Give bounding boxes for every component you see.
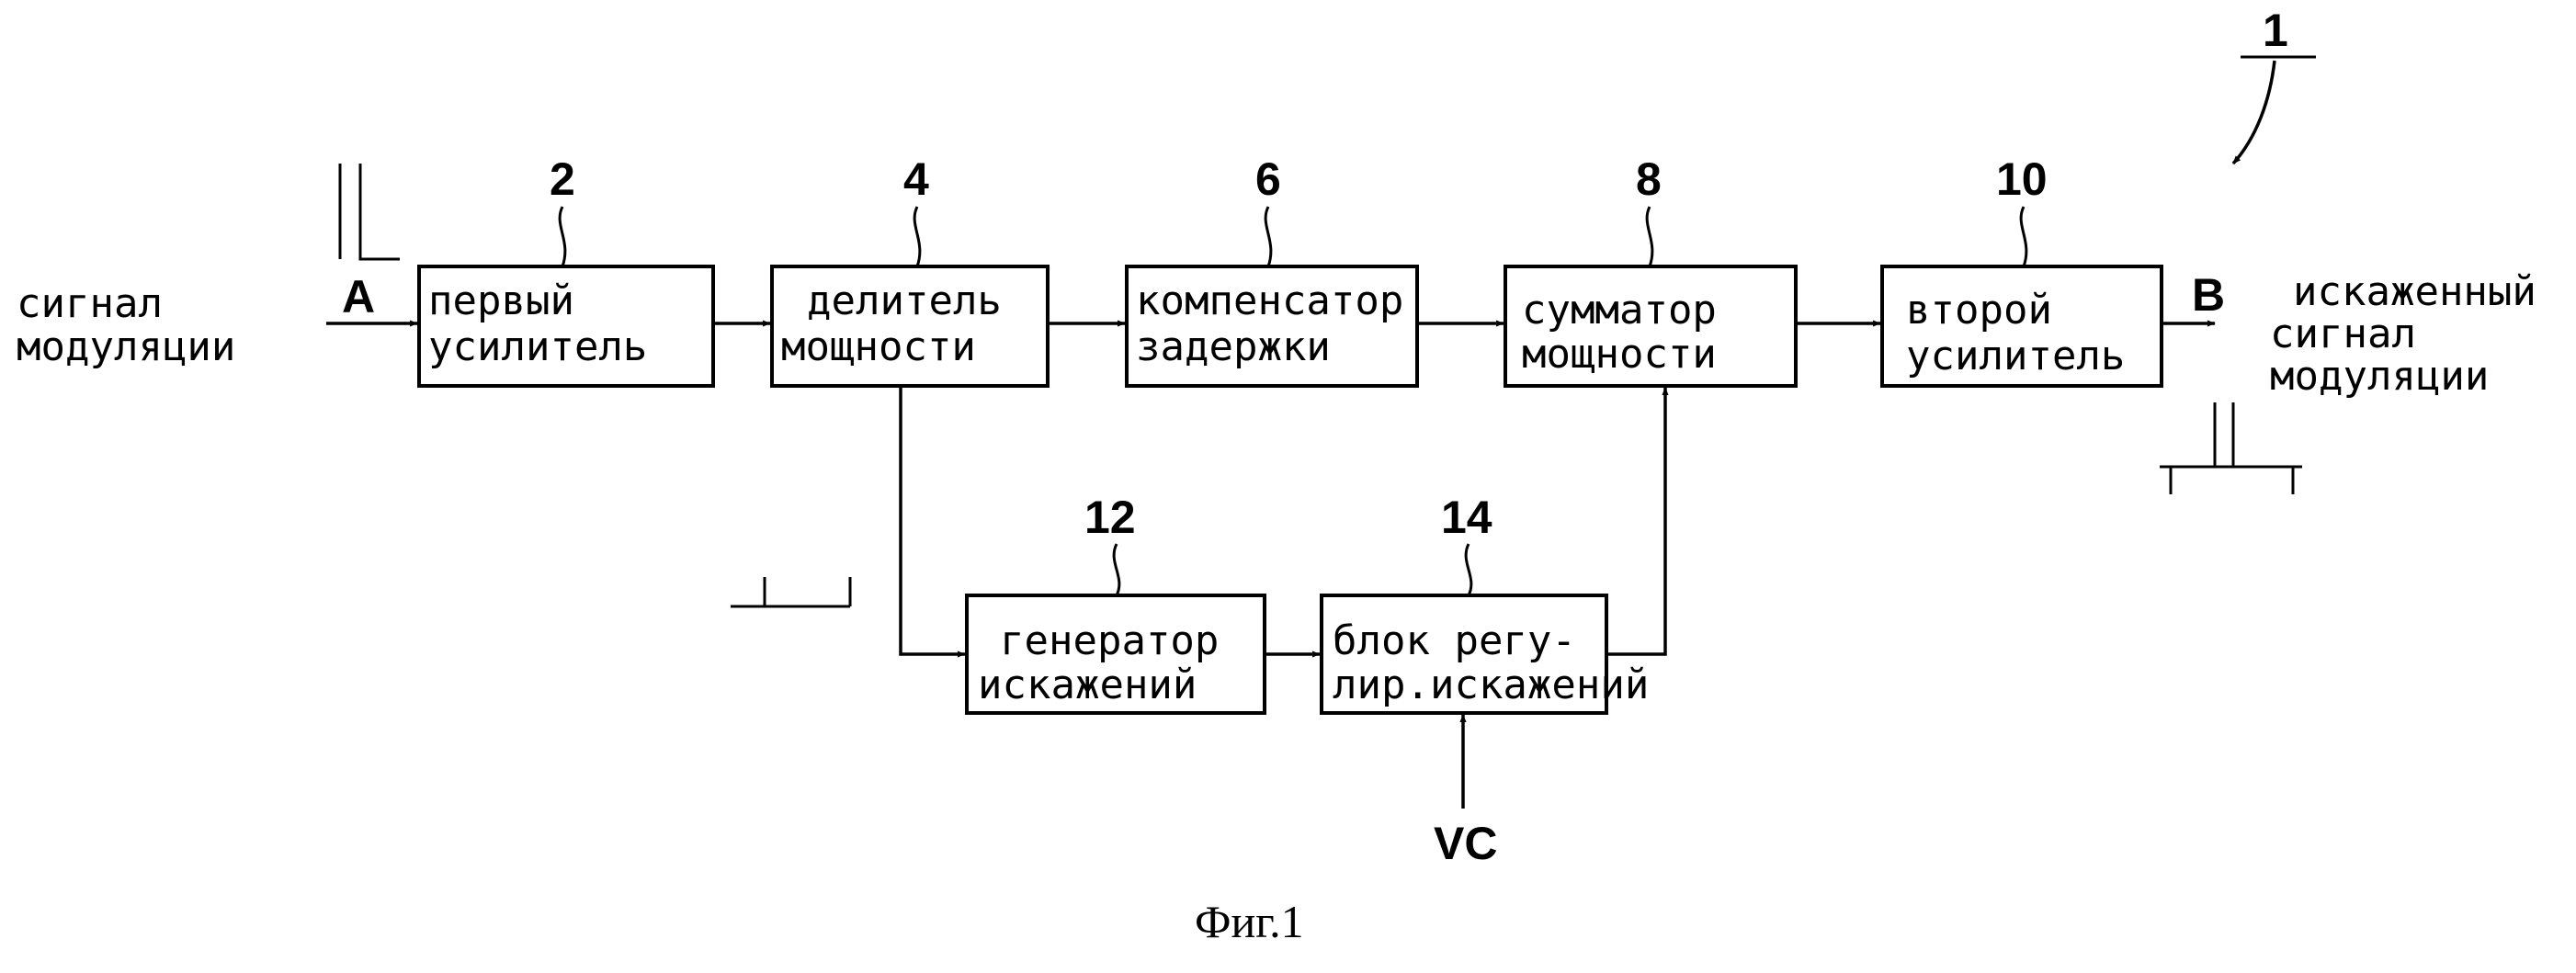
block-8-line1: сумматор (1522, 287, 1717, 334)
block-power-combiner: сумматор мощности 8 (1505, 153, 1796, 386)
block-6-number: 6 (1255, 153, 1281, 205)
block-2-line1: первый (428, 277, 574, 324)
wire-adjuster-to-combiner (1606, 388, 1665, 654)
block-10-line2: усилитель (1906, 333, 2125, 379)
block-14-line1: блок регу- (1333, 617, 1576, 664)
block-12-leader (1114, 544, 1119, 595)
block-4-line1: делитель (807, 277, 1002, 324)
block-2-leader (560, 207, 565, 266)
control-input-label: VC (1434, 818, 1497, 869)
block-14-number: 14 (1441, 492, 1492, 543)
input-label-line1: сигнал (17, 280, 163, 327)
block-4-number: 4 (903, 153, 929, 205)
block-distortion-adjuster: блок регу- лир.искажений 14 (1322, 492, 1649, 713)
block-4-leader (914, 207, 920, 266)
block-8-number: 8 (1636, 153, 1662, 205)
block-10-leader (2021, 207, 2026, 266)
block-power-divider: делитель мощности 4 (772, 153, 1048, 386)
block-6-line2: задержки (1136, 323, 1331, 370)
block-first-amplifier: первый усилитель 2 (419, 153, 713, 386)
block-2-line2: усилитель (428, 323, 647, 370)
output-signal-symbol (2160, 402, 2302, 494)
block-2-number: 2 (550, 153, 575, 205)
block-14-leader (1466, 544, 1471, 595)
figure-ref-arrow (2233, 61, 2275, 164)
input-label-line2: модуляции (17, 323, 235, 370)
block-second-amplifier: второй усилитель 10 (1882, 153, 2162, 386)
block-10-line1: второй (1906, 287, 2052, 334)
branch-signal-symbol (731, 577, 850, 606)
output-label-line3: модуляции (2270, 353, 2489, 400)
block-12-line2: искажений (978, 662, 1197, 708)
figure-ref-number: 1 (2263, 5, 2288, 56)
block-12-line1: генератор (1000, 617, 1219, 664)
block-8-leader (1647, 207, 1652, 266)
output-label-line1: искаженный (2293, 268, 2536, 315)
block-6-leader (1265, 207, 1271, 266)
block-4-line2: мощности (781, 323, 976, 370)
block-14-line2: лир.искажений (1333, 662, 1649, 708)
block-10-number: 10 (1996, 153, 2048, 205)
node-b-label: B (2192, 269, 2225, 321)
input-signal-symbol (340, 164, 400, 259)
block-distortion-generator: генератор искажений 12 (967, 492, 1265, 713)
figure-caption: Фиг.1 (1195, 896, 1304, 947)
node-a-label: A (342, 271, 375, 322)
block-12-number: 12 (1084, 492, 1136, 543)
output-label-line2: сигнал (2270, 311, 2416, 357)
block-6-line1: компенсатор (1136, 277, 1403, 324)
block-8-line2: мощности (1522, 331, 1717, 378)
block-delay-compensator: компенсатор задержки 6 (1127, 153, 1417, 386)
wire-divider-to-generator (901, 386, 965, 654)
